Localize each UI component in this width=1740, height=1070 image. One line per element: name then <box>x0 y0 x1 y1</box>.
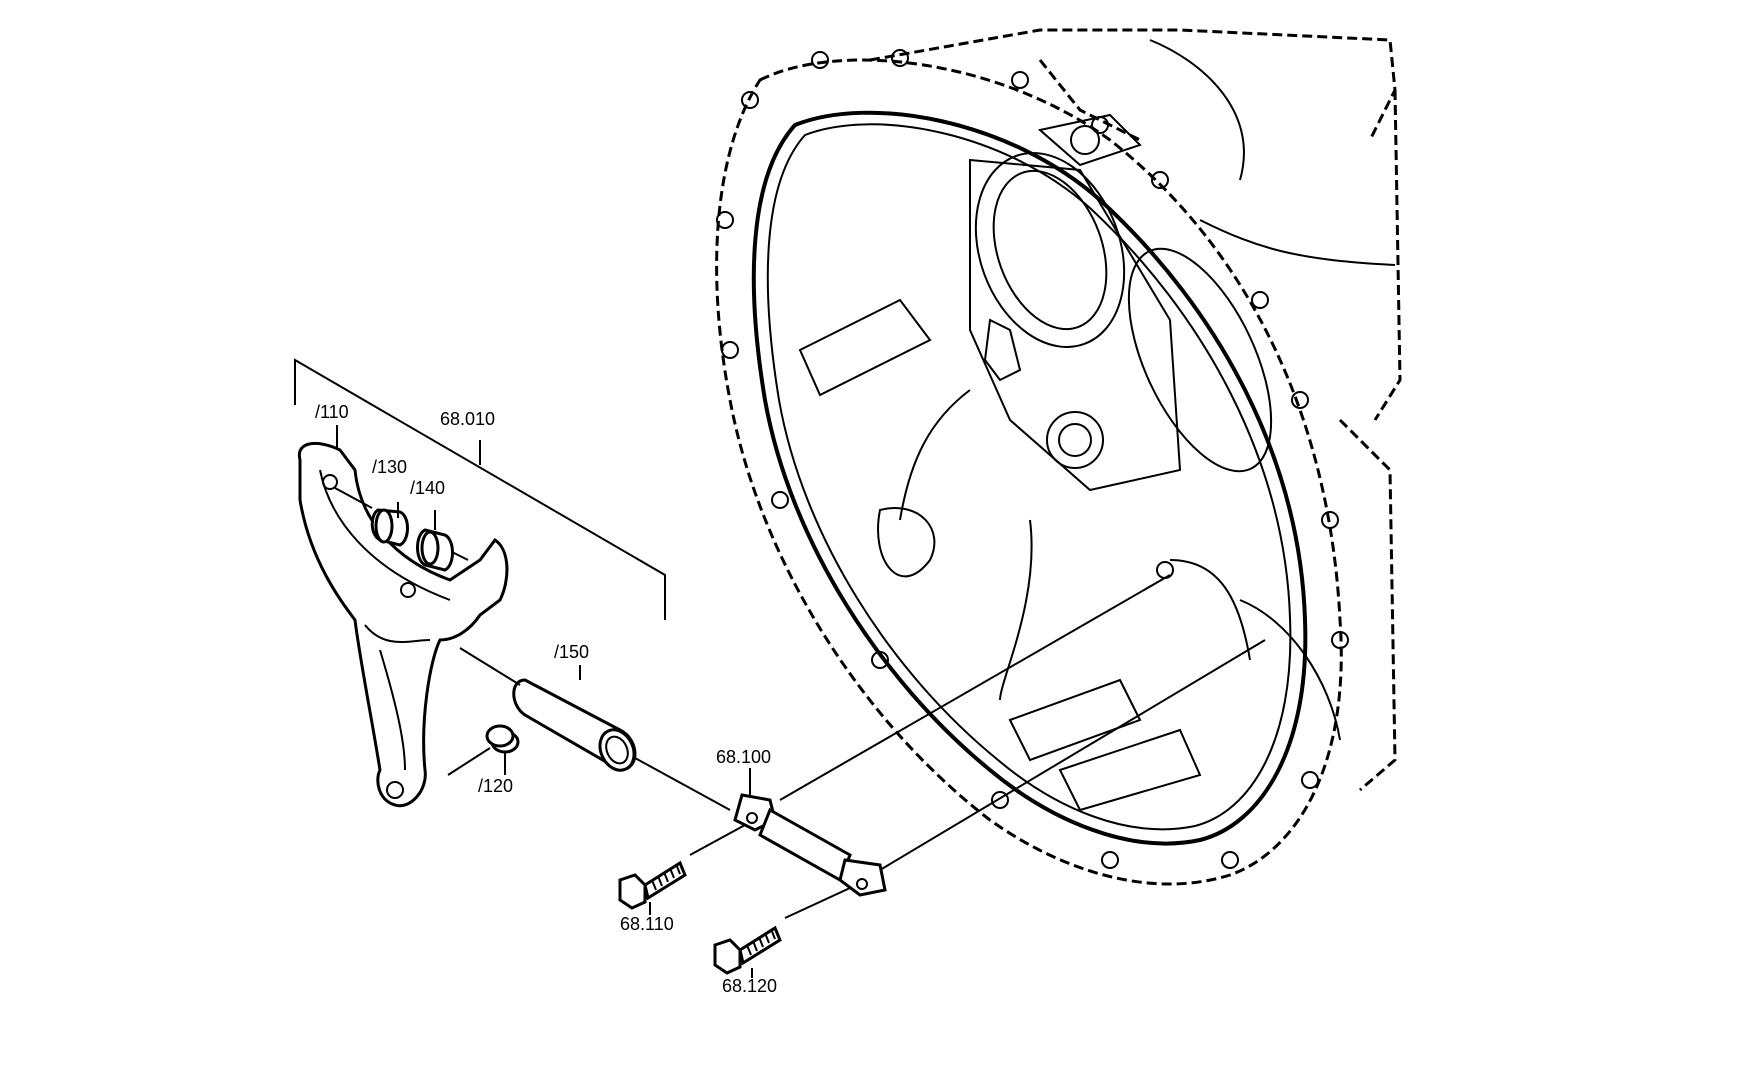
bolt-68-110 <box>618 860 687 910</box>
label-110: /110 <box>315 402 349 422</box>
clutch-housing <box>715 28 1402 886</box>
flange-bolt-bosses <box>716 49 1349 869</box>
release-fork <box>297 441 509 808</box>
label-130: /130 <box>372 457 407 477</box>
pin-130 <box>334 487 409 547</box>
bushing-120 <box>447 724 520 776</box>
pin-140 <box>416 528 469 572</box>
leader-lines <box>336 425 753 978</box>
label-140: /140 <box>410 478 445 498</box>
shaft-68-100 <box>689 574 1266 919</box>
assembly-bracket <box>294 358 666 620</box>
label-bolt-2: 68.120 <box>722 976 777 996</box>
label-120: /120 <box>478 776 513 796</box>
label-150: /150 <box>554 642 589 662</box>
part-labels: 68.010 /110 /130 /140 /150 /120 68.100 6… <box>315 402 777 996</box>
sleeve-150 <box>459 647 731 811</box>
label-assembly: 68.010 <box>440 409 495 429</box>
label-shaft: 68.100 <box>716 747 771 767</box>
label-bolt-1: 68.110 <box>620 914 674 934</box>
bolt-68-120 <box>713 925 782 975</box>
